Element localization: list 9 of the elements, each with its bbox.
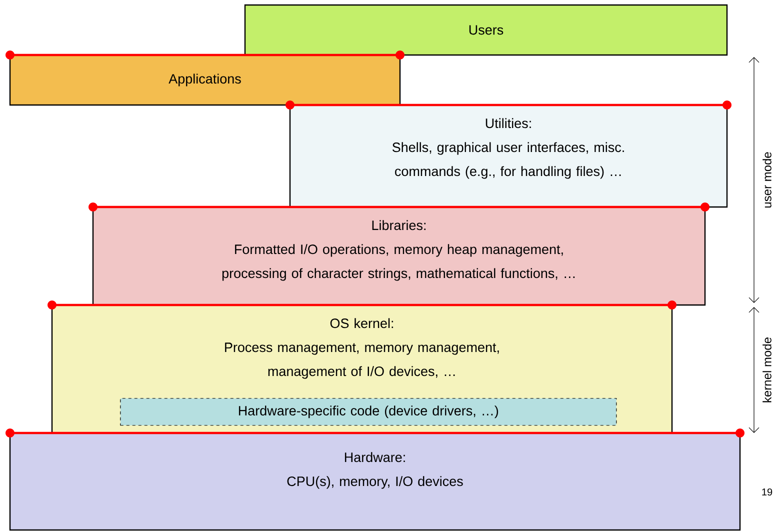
layer-box: Applications	[9, 54, 401, 106]
layer-box: Hardware: CPU(s), memory, I/O devices	[9, 432, 741, 531]
layer-box: Libraries: Formatted I/O operations, memory heap management, processing of character strings, mathematical functions, …	[92, 206, 706, 306]
layer-box: Utilities: Shells, graphical user interfaces, misc. commands (e.g., for handling files) …	[289, 104, 728, 208]
mode-label: kernel mode	[762, 338, 772, 402]
mode-label: user mode	[762, 152, 772, 208]
layer-box: Hardware-specific code (device drivers, …)	[120, 398, 617, 426]
page-number: 19	[762, 488, 772, 496]
layer-box: Users	[244, 4, 728, 56]
